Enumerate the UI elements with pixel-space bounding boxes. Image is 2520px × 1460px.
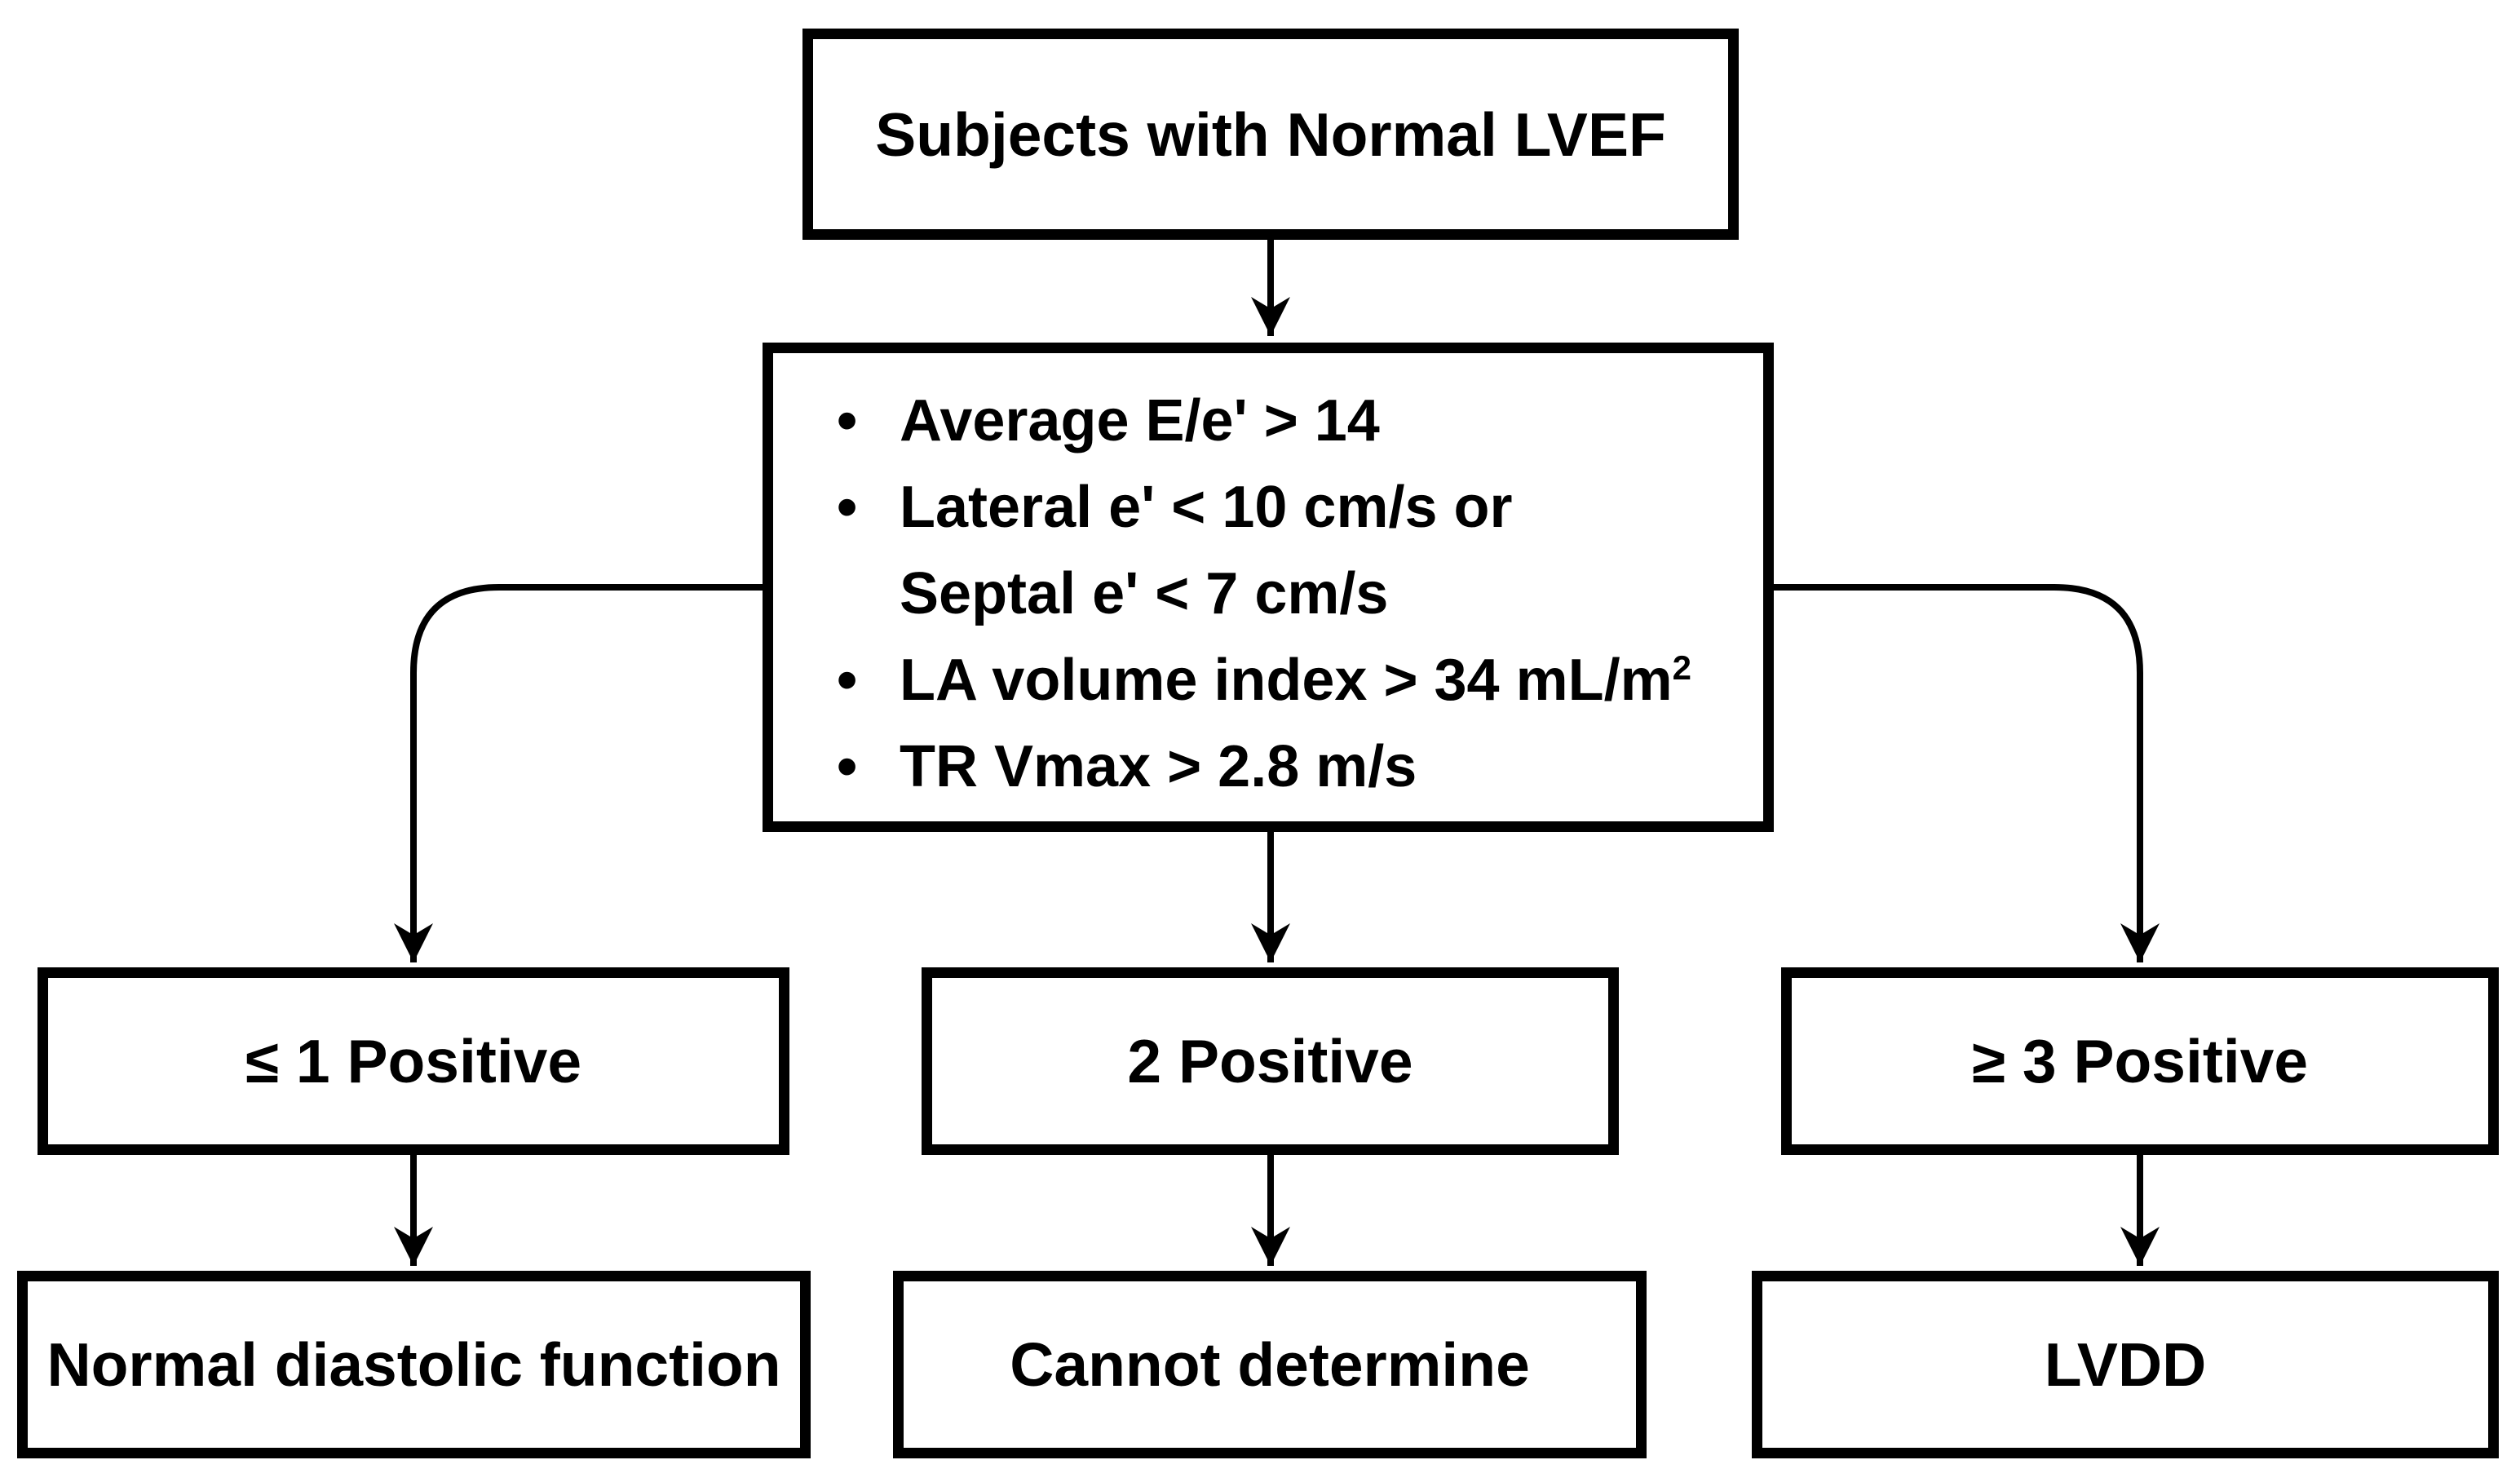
criteria-bullet-la-volume: LA volume index > 34 mL/m2: [773, 637, 1691, 723]
outcome-node-label: Cannot determine: [1010, 1330, 1530, 1399]
outcome-node-normal-diastolic-function: Normal diastolic function: [17, 1271, 811, 1458]
branch-node-ge-3-positive: ≥ 3 Positive: [1781, 967, 2499, 1155]
outcome-node-cannot-determine: Cannot determine: [893, 1271, 1647, 1458]
criteria-bullet-text: Lateral e' < 10 cm/s or: [900, 475, 1513, 540]
branch-node-2-positive: 2 Positive: [922, 967, 1619, 1155]
criteria-bullet-superscript: 2: [1672, 648, 1691, 687]
arrow-criteria-to-branch-3: [1769, 584, 2160, 962]
outcome-node-label: LVDD: [2044, 1330, 2207, 1399]
branch-node-label: 2 Positive: [1127, 1027, 1413, 1095]
branch-node-label: ≤ 1 Positive: [245, 1027, 582, 1095]
root-node-box: Subjects with Normal LVEF: [802, 29, 1739, 240]
root-node-label: Subjects with Normal LVEF: [875, 100, 1666, 169]
criteria-bullet-tr-vmax: TR Vmax > 2.8 m/s: [773, 723, 1691, 810]
criteria-bullet-average-ee: Average E/e' > 14: [773, 378, 1691, 464]
arrow-criteria-to-branch-1: [394, 584, 767, 962]
outcome-node-lvdd: LVDD: [1752, 1271, 2499, 1458]
criteria-bullet-text: LA volume index > 34 mL/m: [900, 648, 1673, 713]
branch-node-le-1-positive: ≤ 1 Positive: [38, 967, 789, 1155]
branch-node-label: ≥ 3 Positive: [1971, 1027, 2309, 1095]
criteria-bullet-text: TR Vmax > 2.8 m/s: [900, 734, 1417, 799]
criteria-bullet-list: Average E/e' > 14 Lateral e' < 10 cm/s o…: [773, 353, 1700, 810]
criteria-node-box: Average E/e' > 14 Lateral e' < 10 cm/s o…: [763, 343, 1774, 832]
criteria-bullet-text-continuation: Septal e' < 7 cm/s: [900, 561, 1389, 626]
criteria-bullet-lateral-septal: Lateral e' < 10 cm/s or Septal e' < 7 cm…: [773, 464, 1691, 637]
outcome-node-label: Normal diastolic function: [46, 1330, 781, 1399]
criteria-bullet-text: Average E/e' > 14: [900, 388, 1380, 453]
